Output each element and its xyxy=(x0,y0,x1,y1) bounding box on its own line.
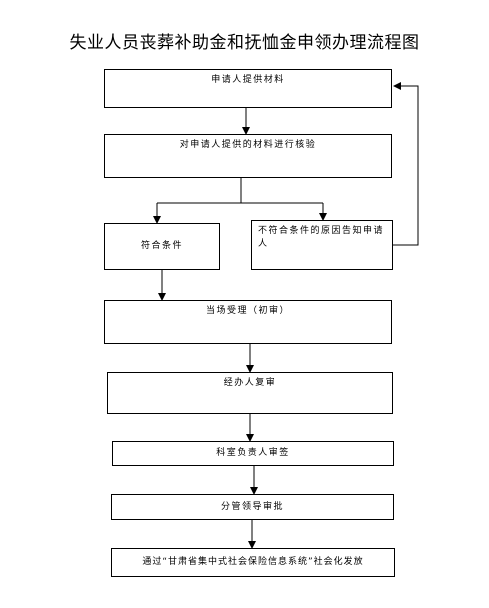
node-leader: 分管领导审批 xyxy=(111,494,394,520)
node-review: 对申请人提供的材料进行核验 xyxy=(104,134,392,178)
node-eligible-label: 符合条件 xyxy=(140,241,183,251)
node-section-chief: 科室负责人审签 xyxy=(112,441,394,466)
diagram-title: 失业人员丧葬补助金和抚恤金申领办理流程图 xyxy=(69,33,420,53)
node-submit: 申请人提供材料 xyxy=(104,69,392,108)
node-leader-label: 分管领导审批 xyxy=(220,501,284,512)
node-accept: 当场受理（初审） xyxy=(104,300,392,344)
node-recheck: 经办人复审 xyxy=(107,372,393,414)
node-issue: 通过“甘肃省集中式社会保险信息系统”社会化发放 xyxy=(111,548,395,577)
node-ineligible: 不符合条件的原因告知申请人 xyxy=(251,220,393,270)
node-section-chief-label: 科室负责人审签 xyxy=(216,448,290,458)
node-eligible: 符合条件 xyxy=(104,223,220,270)
node-ineligible-label: 不符合条件的原因告知申请人 xyxy=(258,226,385,249)
node-review-label: 对申请人提供的材料进行核验 xyxy=(179,140,317,150)
feedback-loop xyxy=(393,82,419,246)
node-issue-label: 通过“甘肃省集中式社会保险信息系统”社会化发放 xyxy=(142,557,364,567)
node-recheck-label: 经办人复审 xyxy=(223,378,277,388)
node-accept-label: 当场受理（初审） xyxy=(205,306,290,316)
node-submit-label: 申请人提供材料 xyxy=(211,75,285,85)
